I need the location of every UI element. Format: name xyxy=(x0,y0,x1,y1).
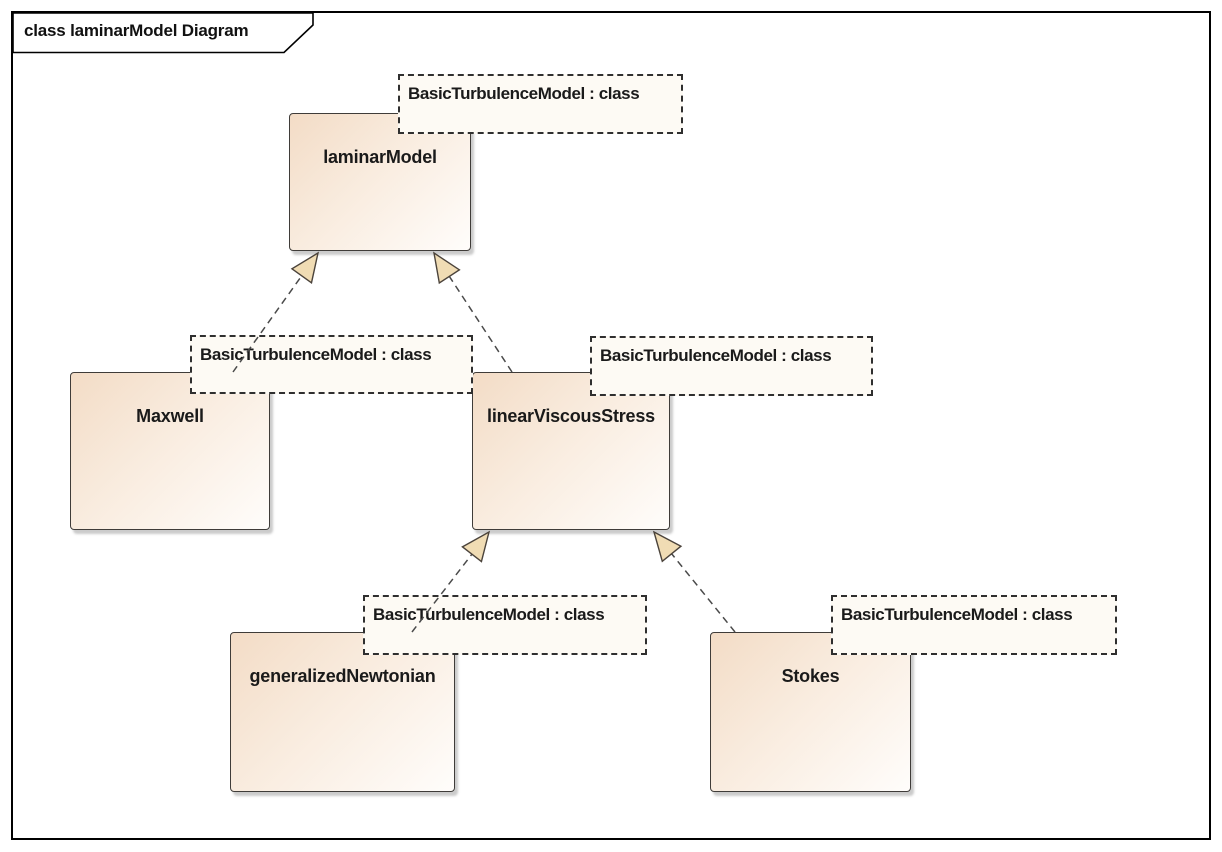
frame-tab xyxy=(12,12,314,54)
class-name-label: Stokes xyxy=(781,666,840,686)
class-name-label: laminarModel xyxy=(323,147,437,167)
diagram-title: class laminarModel Diagram xyxy=(24,21,249,40)
note-text-label: BasicTurbulenceModel : class xyxy=(200,345,432,364)
class-box-laminarModel[interactable]: laminarModel xyxy=(289,113,471,251)
classifier-note-3[interactable]: BasicTurbulenceModel : class xyxy=(363,595,647,655)
classifier-note-0[interactable]: BasicTurbulenceModel : class xyxy=(398,74,683,134)
class-box-Stokes[interactable]: Stokes xyxy=(710,632,911,792)
class-name-label: linearViscousStress xyxy=(487,406,655,426)
classifier-note-2[interactable]: BasicTurbulenceModel : class xyxy=(590,336,873,396)
class-name-label: Maxwell xyxy=(136,406,204,426)
classifier-note-4[interactable]: BasicTurbulenceModel : class xyxy=(831,595,1117,655)
note-text-label: BasicTurbulenceModel : class xyxy=(373,605,605,624)
class-box-linearViscousStress[interactable]: linearViscousStress xyxy=(472,372,670,530)
classifier-note-1[interactable]: BasicTurbulenceModel : class xyxy=(190,335,473,394)
note-text-label: BasicTurbulenceModel : class xyxy=(408,84,640,103)
note-text-label: BasicTurbulenceModel : class xyxy=(841,605,1073,624)
class-box-Maxwell[interactable]: Maxwell xyxy=(70,372,270,530)
class-name-label: generalizedNewtonian xyxy=(249,666,436,686)
class-box-generalizedNewtonian[interactable]: generalizedNewtonian xyxy=(230,632,455,792)
note-text-label: BasicTurbulenceModel : class xyxy=(600,346,832,365)
